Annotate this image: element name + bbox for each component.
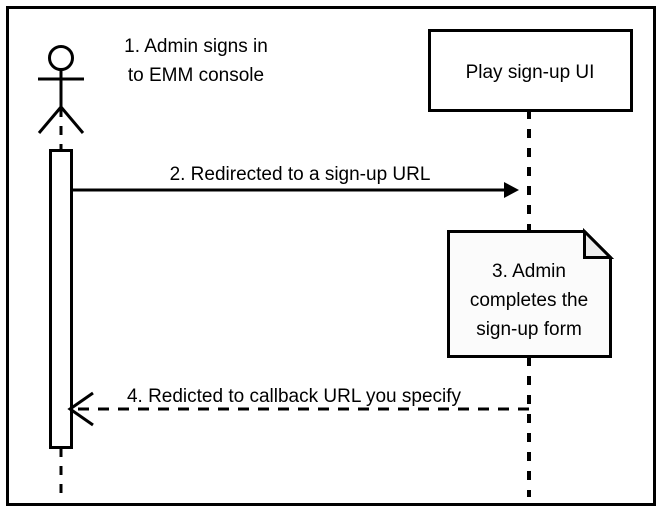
step1-label-line1: 1. Admin signs in [124, 36, 268, 57]
note-admin-completes-form[interactable] [447, 227, 615, 358]
note-label-line2: completes the [470, 290, 588, 311]
note-label-line3: sign-up form [476, 319, 582, 340]
step1-label-line2: to EMM console [128, 65, 264, 86]
message-4-arrowhead-open [67, 391, 94, 427]
actor-head-icon [48, 45, 74, 71]
message-2-label: 2. Redirected to a sign-up URL [170, 164, 431, 185]
activation-bar-admin[interactable] [49, 149, 73, 449]
actor-admin[interactable] [37, 45, 85, 134]
note-label-line1: 3. Admin [492, 261, 566, 282]
participant-box-play-ui[interactable] [428, 29, 633, 112]
actor-leg-left-icon [37, 106, 63, 134]
message-4-arrow[interactable] [67, 391, 529, 427]
note-fold-corner-icon [583, 227, 615, 259]
note-body-shape [447, 230, 612, 358]
message-4-label: 4. Redicted to callback URL you specify [127, 386, 462, 407]
message-2-arrowhead-filled [504, 182, 519, 198]
participant-box-label: Play sign-up UI [466, 62, 595, 83]
actor-leg-right-icon [59, 106, 85, 134]
message-2-arrow[interactable] [71, 182, 519, 198]
